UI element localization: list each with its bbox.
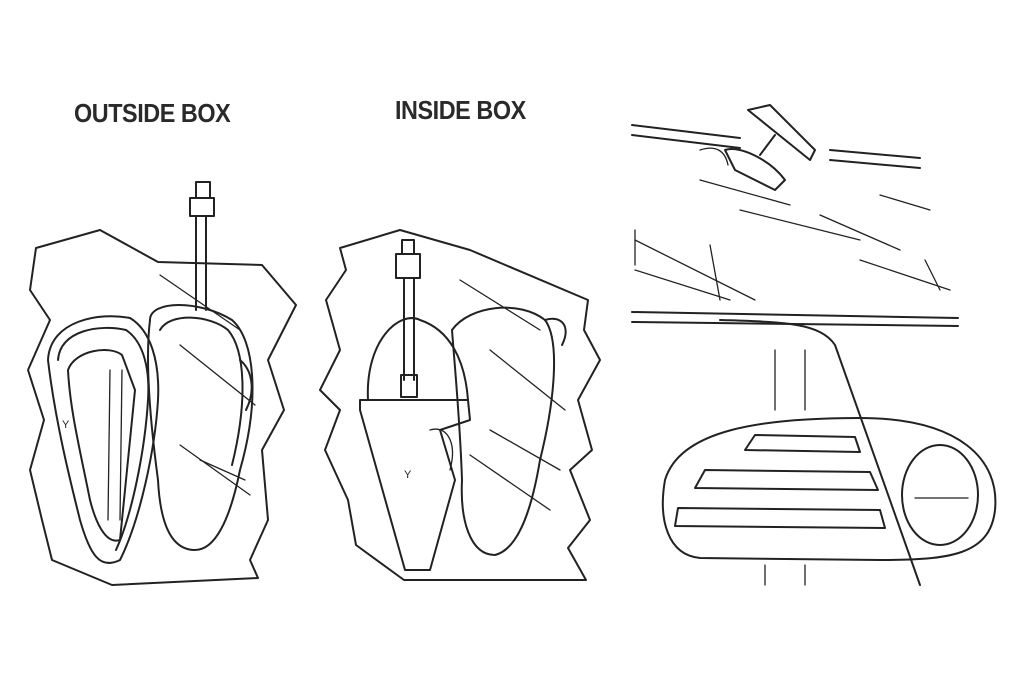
antenna-module-icon: [747, 104, 816, 161]
vehicle-installation-illustration: [631, 104, 997, 586]
antenna-connector-icon: [195, 181, 211, 199]
package-mark-outside: Y: [62, 419, 70, 431]
outside-box-label: OUTSIDE BOX: [74, 98, 231, 128]
outside-box-illustration: Y: [27, 181, 297, 586]
dash-vent-icon: [661, 417, 997, 561]
inside-box-illustration: Y: [319, 229, 601, 581]
antenna-connector-icon: [401, 239, 415, 255]
package-mark-inside: Y: [404, 469, 412, 481]
inside-box-label: INSIDE BOX: [395, 95, 526, 125]
